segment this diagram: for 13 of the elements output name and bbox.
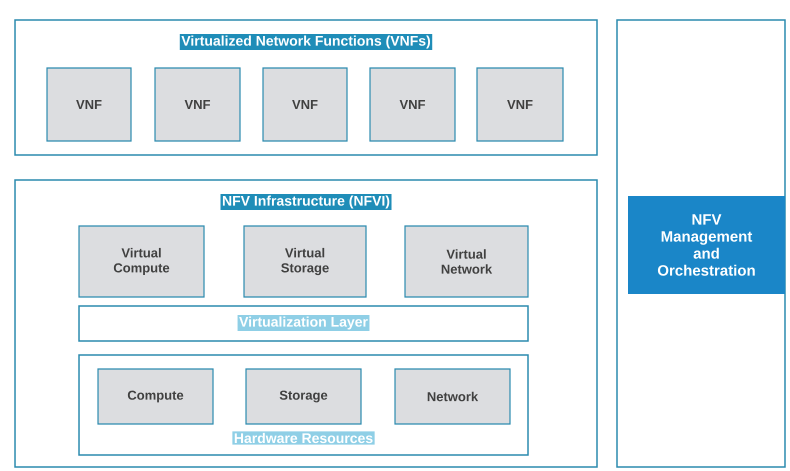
component-box: VNF bbox=[369, 67, 456, 142]
component-box: VNF bbox=[262, 67, 348, 142]
component-box: Storage bbox=[245, 368, 362, 425]
component-box: Virtual Compute bbox=[78, 225, 205, 298]
component-box: Virtual Network bbox=[404, 225, 529, 298]
component-box: VNF bbox=[476, 67, 564, 142]
management-panel: NFV Management and Orchestration bbox=[616, 19, 786, 468]
component-box: Network bbox=[394, 368, 511, 425]
component-box: Virtual Storage bbox=[243, 225, 367, 298]
component-box: Compute bbox=[97, 368, 214, 425]
component-box: VNF bbox=[154, 67, 241, 142]
component-box: VNF bbox=[46, 67, 132, 142]
layer-band: Virtualization Layer bbox=[78, 305, 529, 342]
